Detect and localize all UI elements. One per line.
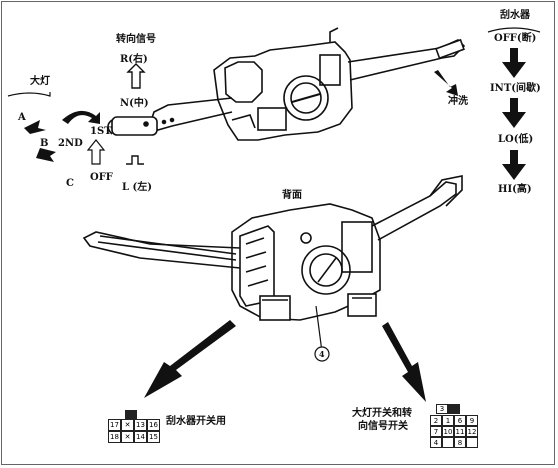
headlight-label: 大灯 (30, 76, 50, 87)
connector-pin: 17 (108, 419, 121, 431)
connector-pin: 14 (134, 431, 147, 443)
connector-key (448, 404, 460, 414)
wiper-int-label: INT(间歇) (490, 83, 541, 94)
turn-left-label: L (左) (122, 182, 152, 193)
connector-pin: 9 (466, 415, 478, 426)
connector-pin: 18 (108, 431, 121, 443)
callout-4-pointer (314, 305, 330, 362)
headlight-position-arrows (7, 92, 106, 165)
connector-pin: 10 (442, 426, 454, 437)
connector-pin: 15 (147, 431, 160, 443)
connector-pin (442, 437, 454, 448)
connector-pin (466, 437, 478, 448)
position-b-label: B (40, 138, 49, 149)
wiper-hi-label: HI(高) (498, 184, 532, 195)
wiper-lo-label: LO(低) (498, 134, 534, 145)
position-a-label: A (18, 112, 26, 123)
combination-switch-rear (82, 175, 463, 321)
washer-arrow (434, 70, 458, 96)
position-c-label: C (66, 178, 74, 189)
connector-pin: 16 (147, 419, 160, 431)
connector-pin: 6 (454, 415, 466, 426)
headlight-connector-top: 3 (436, 404, 460, 414)
connector-pin: 2 (430, 415, 442, 426)
arrow-to-headlight-connector (382, 322, 426, 402)
turn-signal-arrows (126, 63, 146, 165)
arrow-to-wiper-connector (144, 320, 236, 398)
connector-pin: 3 (436, 404, 448, 414)
position-off-label: OFF (90, 172, 113, 183)
headlight-connector: 2 1 6 9 7 10 11 12 4 8 (430, 415, 478, 448)
connector-pin: 8 (454, 437, 466, 448)
headlight-turn-connector-label-1: 大灯开关和转 (352, 408, 412, 419)
connector-pin: 4 (430, 437, 442, 448)
connector-pin-empty: ✕ (121, 419, 134, 431)
connector-pin: 12 (466, 426, 478, 437)
turn-signal-label: 转向信号 (116, 34, 156, 45)
connector-pin: 7 (430, 426, 442, 437)
position-1st-label: 1ST (90, 126, 112, 137)
washer-label: 冲洗 (448, 96, 468, 107)
wiper-switch-connector-label: 刮水器开关用 (166, 416, 226, 427)
wiper-label: 刮水器 (500, 10, 530, 21)
callout-4-label: 4 (319, 349, 325, 359)
wiper-connector: 17 ✕ 13 16 18 ✕ 14 15 (108, 419, 160, 443)
connector-pin: 11 (454, 426, 466, 437)
position-2nd-label: 2ND (58, 138, 83, 149)
wiper-off-label: OFF(断) (494, 33, 537, 44)
wiper-position-arrows (487, 27, 541, 180)
headlight-turn-connector-label-2: 向信号开关 (358, 421, 408, 432)
turn-neutral-label: N(中) (120, 98, 149, 109)
turn-right-label: R(右) (120, 54, 148, 65)
back-view-label: 背面 (282, 190, 302, 201)
connector-pin-empty: ✕ (121, 431, 134, 443)
combination-switch-front (107, 27, 466, 141)
connector-pin: 13 (134, 419, 147, 431)
connector-pin: 1 (442, 415, 454, 426)
